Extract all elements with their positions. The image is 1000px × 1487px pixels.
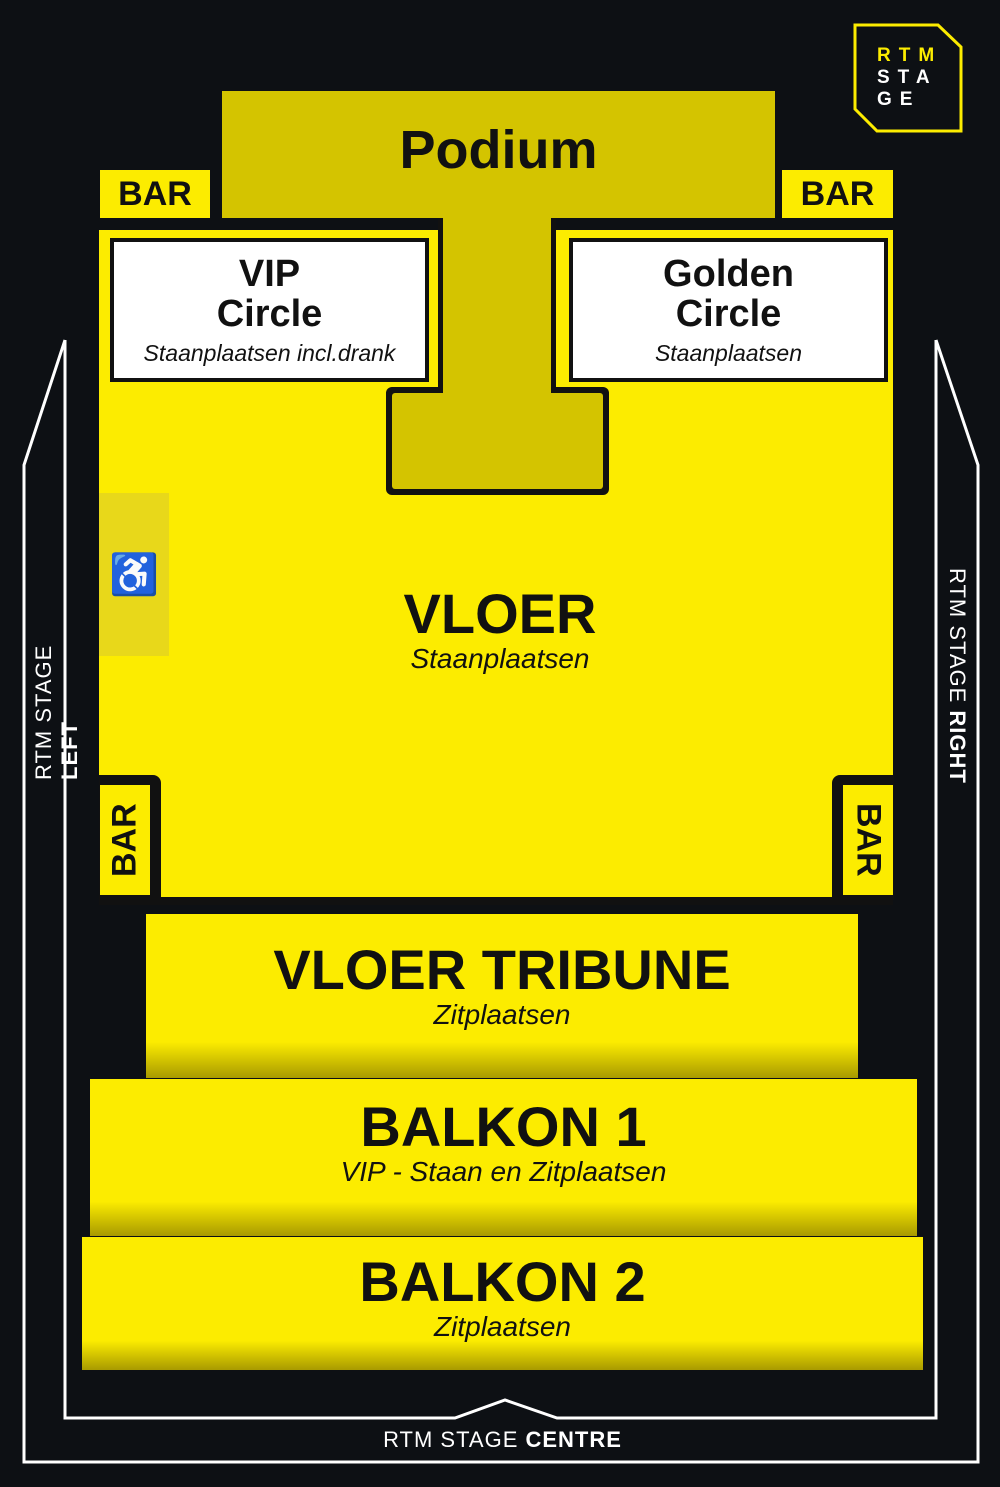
bar-side-left[interactable]: BAR — [100, 785, 150, 895]
bar-label: BAR — [849, 803, 888, 877]
vloer-tribune[interactable]: VLOER TRIBUNE Zitplaatsen — [146, 914, 858, 1078]
bar-label: BAR — [118, 174, 192, 213]
vip-circle[interactable]: VIP Circle Staanplaatsen incl.drank — [106, 234, 433, 386]
bar-top-left[interactable]: BAR — [100, 170, 210, 218]
golden-title-1: Golden — [663, 252, 794, 295]
podium-stem — [443, 210, 551, 400]
podium-runway — [392, 393, 603, 489]
side-label-light: RTM STAGE — [945, 568, 970, 711]
side-label-bold: LEFT — [57, 721, 82, 780]
vloer-subtitle: Staanplaatsen — [410, 643, 590, 674]
bar-side-right[interactable]: BAR — [843, 785, 893, 895]
vip-title-1: VIP — [238, 252, 301, 295]
vloer: VLOER Staanplaatsen — [300, 575, 700, 685]
balkon-1[interactable]: BALKON 1 VIP - Staan en Zitplaatsen — [90, 1079, 917, 1236]
stage-right-label: RTM STAGE RIGHT — [944, 568, 970, 793]
bar-label: BAR — [105, 803, 144, 877]
logo-line-3: GE — [877, 89, 921, 110]
logo-line-1: RTM — [877, 45, 943, 66]
stage-left-label: RTM STAGE LEFT — [31, 580, 83, 780]
side-label-bold: CENTRE — [525, 1427, 622, 1452]
accessible-area[interactable]: ♿ — [99, 493, 169, 656]
vip-title-2: Circle — [216, 292, 323, 335]
golden-subtitle: Staanplaatsen — [654, 339, 803, 366]
side-label-bold: RIGHT — [945, 710, 970, 784]
balkon-2[interactable]: BALKON 2 Zitplaatsen — [82, 1237, 923, 1370]
balkon-2-title: BALKON 2 — [359, 1249, 646, 1313]
bar-top-right[interactable]: BAR — [782, 170, 893, 218]
wheelchair-icon: ♿ — [109, 553, 159, 597]
vloer-title: VLOER — [403, 582, 597, 645]
rtm-stage-logo: RTM STA GE — [853, 23, 963, 133]
podium-label: Podium — [399, 120, 598, 180]
floor-divider — [99, 897, 893, 905]
vloer-tribune-title: VLOER TRIBUNE — [273, 938, 731, 1001]
balkon-2-subtitle: Zitplaatsen — [434, 1310, 571, 1342]
podium[interactable]: Podium — [222, 91, 775, 218]
bar-label: BAR — [800, 174, 875, 213]
golden-title-2: Circle — [675, 292, 782, 335]
vloer-tribune-subtitle: Zitplaatsen — [433, 999, 571, 1030]
logo-line-2: STA — [877, 67, 938, 88]
balkon-1-title: BALKON 1 — [360, 1094, 647, 1158]
side-label-light: RTM STAGE — [31, 644, 56, 780]
stage-centre-label: RTM STAGE CENTRE — [300, 1427, 705, 1453]
balkon-1-subtitle: VIP - Staan en Zitplaatsen — [340, 1155, 667, 1187]
vip-subtitle: Staanplaatsen incl.drank — [143, 339, 396, 366]
golden-circle[interactable]: Golden Circle Staanplaatsen — [565, 234, 892, 386]
side-label-light: RTM STAGE — [383, 1427, 526, 1452]
